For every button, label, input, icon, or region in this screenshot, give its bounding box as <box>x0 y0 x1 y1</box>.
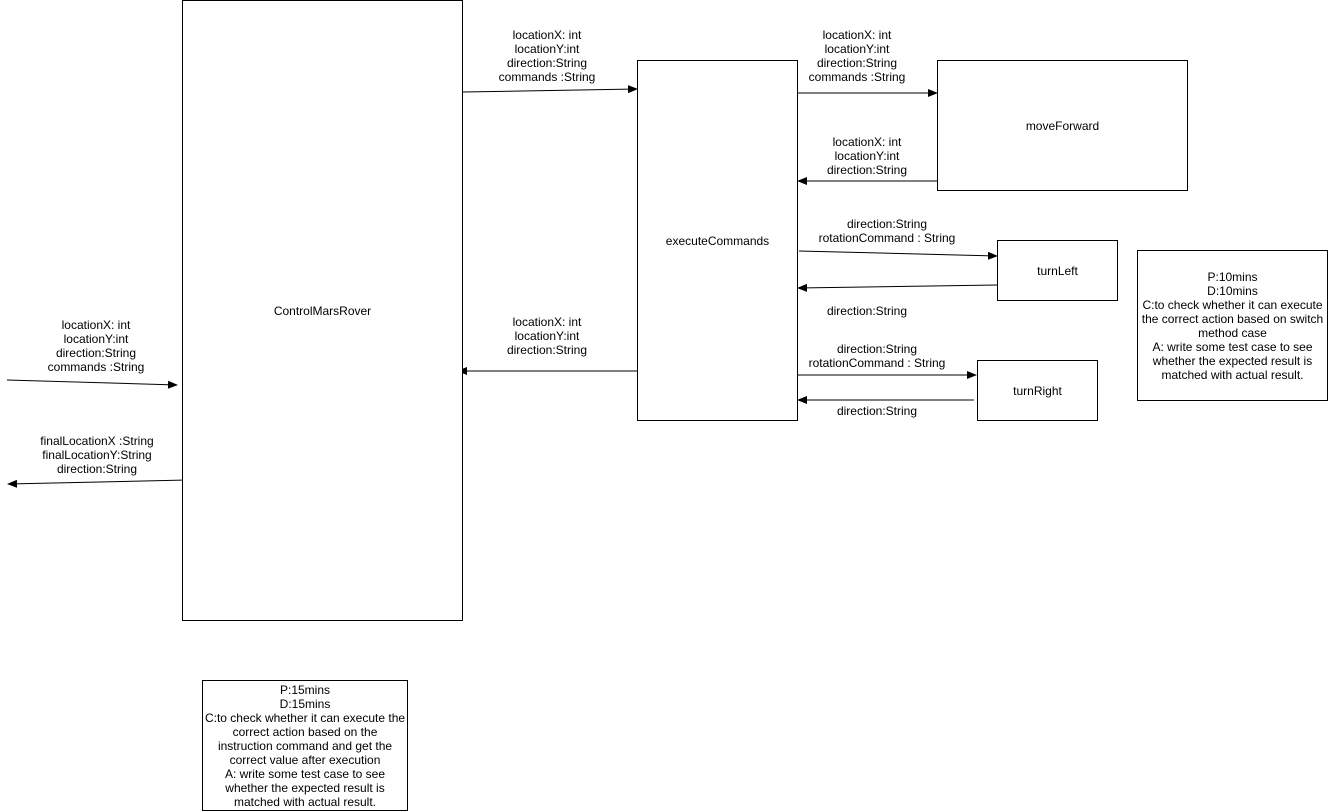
input-to-rover-label: locationX: int locationY:int direction:S… <box>46 318 146 374</box>
label-line: direction:String <box>56 462 138 476</box>
label-line: direction:String <box>836 342 918 356</box>
label-line: direction:String <box>506 343 588 357</box>
turn-left-box[interactable]: turnLeft <box>997 240 1118 301</box>
output-from-rover-label: finalLocationX :String finalLocationY:St… <box>30 434 164 476</box>
label-line: rotationCommand : String <box>818 231 956 245</box>
label-line: direction:String <box>826 163 908 177</box>
execute-note-line: D:10mins <box>1207 283 1258 298</box>
label-line: locationX: int <box>822 28 892 42</box>
execute-to-rover-label: locationX: int locationY:int direction:S… <box>495 315 599 357</box>
label-line: commands :String <box>47 360 145 374</box>
label-line: locationX: int <box>512 315 582 329</box>
execute-commands-title: executeCommands <box>665 233 770 248</box>
label-line: locationY:int <box>824 42 890 56</box>
move-forward-box[interactable]: moveForward <box>937 60 1188 191</box>
arrow-rover-to-execute <box>462 85 638 94</box>
control-note-box: P:15mins D:15mins C:to check whether it … <box>202 680 408 811</box>
label-line: direction:String <box>816 56 898 70</box>
label-line: direction:String <box>846 217 928 231</box>
label-line: commands :String <box>808 70 906 84</box>
arrow-input-to-rover <box>6 379 178 389</box>
label-line: finalLocationX :String <box>40 434 154 448</box>
label-line: direction:String <box>826 304 908 318</box>
control-note-line: D:15mins <box>279 696 331 711</box>
move-forward-title: moveForward <box>1025 118 1100 133</box>
execute-to-right-label: direction:String rotationCommand : Strin… <box>802 342 952 370</box>
rover-to-execute-label: locationX: int locationY:int direction:S… <box>495 28 599 84</box>
control-mars-rover-title: ControlMarsRover <box>273 303 372 318</box>
label-line: direction:String <box>836 404 918 418</box>
execute-to-left-label: direction:String rotationCommand : Strin… <box>812 217 962 245</box>
execute-note-box: P:10mins D:10mins C:to check whether it … <box>1137 250 1328 401</box>
control-note-line: P:15mins <box>279 682 331 697</box>
label-line: locationX: int <box>832 135 902 149</box>
control-note-line: C:to check whether it can execute the co… <box>204 710 406 767</box>
execute-to-move-label: locationX: int locationY:int direction:S… <box>805 28 909 84</box>
turn-left-title: turnLeft <box>1037 263 1078 278</box>
execute-note-line: P:10mins <box>1207 269 1258 284</box>
arrow-execute-to-left <box>798 250 998 260</box>
control-note-line: A: write some test case to see whether t… <box>224 766 386 809</box>
turn-right-title: turnRight <box>1013 383 1062 398</box>
arrow-rover-output <box>7 479 188 488</box>
label-line: locationY:int <box>514 42 580 56</box>
label-line: rotationCommand : String <box>808 356 946 370</box>
label-line: finalLocationY:String <box>42 448 152 462</box>
execute-commands-box[interactable]: executeCommands <box>637 60 798 421</box>
move-to-execute-label: locationX: int locationY:int direction:S… <box>815 135 919 177</box>
label-line: direction:String <box>506 56 588 70</box>
label-line: locationY:int <box>834 149 900 163</box>
label-line: direction:String <box>55 346 137 360</box>
label-line: commands :String <box>498 70 596 84</box>
turn-right-box[interactable]: turnRight <box>977 360 1098 421</box>
label-line: locationY:int <box>514 329 580 343</box>
arrow-left-to-execute <box>797 283 998 292</box>
control-mars-rover-box[interactable]: ControlMarsRover <box>182 0 463 621</box>
execute-note-line: A: write some test case to see whether t… <box>1152 339 1313 382</box>
label-line: locationX: int <box>512 28 582 42</box>
label-line: locationY:int <box>63 332 129 346</box>
left-to-execute-label: direction:String <box>812 304 922 318</box>
right-to-execute-label: direction:String <box>822 404 932 418</box>
label-line: locationX: int <box>61 318 131 332</box>
execute-note-line: C:to check whether it can execute the co… <box>1141 297 1324 340</box>
